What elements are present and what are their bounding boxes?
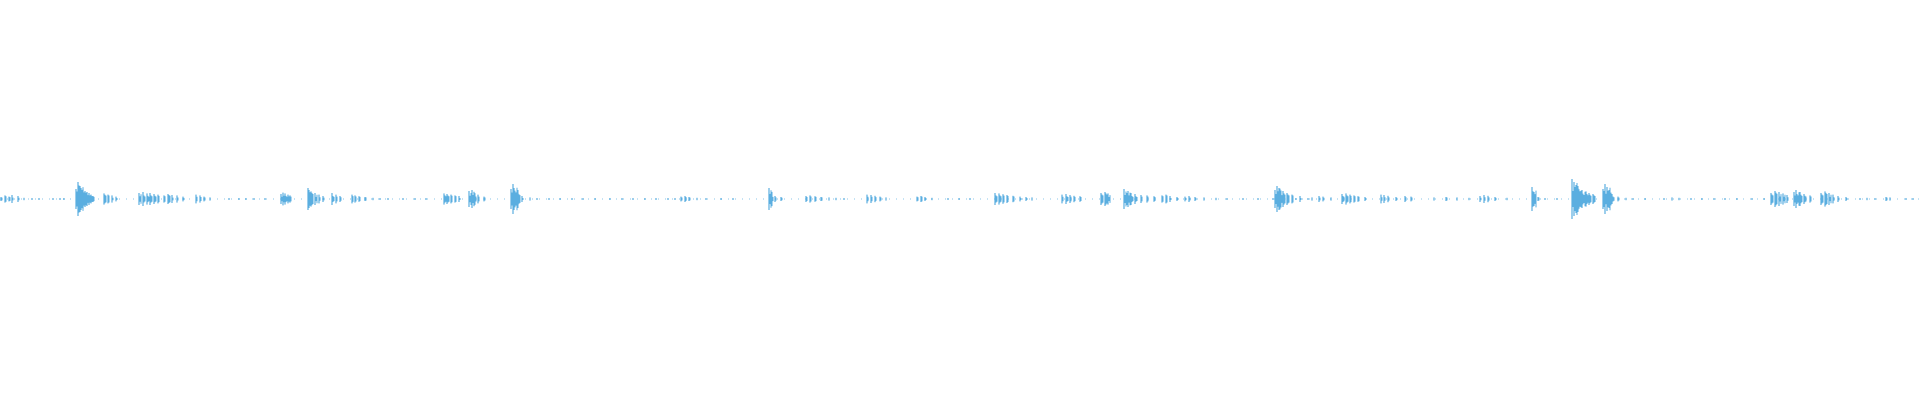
waveform-bars xyxy=(0,179,1914,219)
